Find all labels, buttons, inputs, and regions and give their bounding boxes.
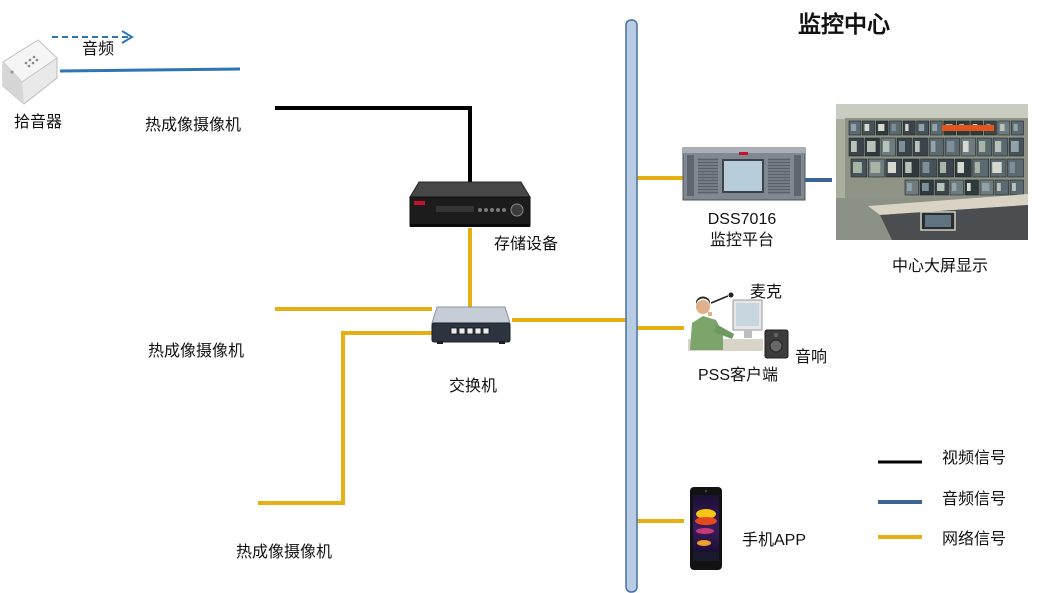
video-wall-screen-content [915, 141, 920, 152]
video-wall-screen-content [922, 162, 930, 173]
video-wall-screen-content [974, 162, 980, 173]
video-wall-photo [836, 104, 1028, 240]
video-wall-screen-content [952, 183, 957, 191]
microphone-label: 麦克 [750, 284, 783, 301]
mobile-app-label: 手机APP [742, 532, 807, 549]
dss-platform-server-icon [682, 147, 806, 201]
video-wall-screen-content [1011, 141, 1019, 152]
video-wall-screen-grid [848, 120, 1024, 196]
video-wall-screen-content [1013, 124, 1018, 131]
platform-label: 监控平台 [709, 232, 774, 249]
storage-label: 存储设备 [494, 236, 559, 253]
video-wall-screen-content [899, 141, 905, 152]
video-wall-screen-content [887, 162, 896, 173]
video-wall-screen-content [883, 141, 890, 152]
network-bus [625, 19, 638, 593]
video-wall-screen-content [940, 162, 947, 173]
video-wall-ticker [942, 125, 994, 131]
platform-model-label: DSS7016 [707, 211, 777, 228]
video-wall-screen-content [851, 124, 857, 131]
video-wall-screen-content [864, 124, 870, 131]
network-line-camera-3 [258, 331, 432, 505]
pickup-label: 拾音器 [14, 114, 63, 131]
video-wall-screen-content [995, 141, 1002, 152]
legend-audio-label: 音频信号 [942, 491, 1007, 508]
network-switch-icon [431, 306, 511, 344]
camera-label-3: 热成像摄像机 [236, 544, 333, 561]
audio-arrow-label: 音频 [82, 41, 115, 58]
video-wall-screen-content [905, 162, 912, 173]
video-wall-label: 中心大屏显示 [892, 258, 989, 275]
audio-direction-arrow [52, 30, 134, 44]
video-wall-screen-content [905, 124, 909, 131]
microphone-icon [710, 292, 734, 304]
video-wall-screen-content [999, 124, 1005, 131]
video-wall-screen-content [867, 141, 876, 152]
speaker-label: 音响 [795, 349, 828, 366]
video-wall-screen-content [853, 162, 862, 173]
speaker-icon [764, 329, 789, 359]
video-wall-screen-content [918, 124, 925, 131]
video-wall-screen-content [851, 141, 857, 152]
video-signal-line-camera [275, 106, 472, 184]
legend-network-label: 网络信号 [942, 531, 1007, 548]
video-wall-screen-content [907, 183, 912, 191]
storage-dvr-icon [409, 181, 531, 227]
pss-client-operator-icon [688, 296, 763, 351]
video-wall-screen-content [979, 141, 986, 152]
video-wall-screen-content [932, 124, 938, 131]
switch-label: 交换机 [449, 378, 498, 395]
video-wall-screen-content [922, 183, 929, 191]
video-wall-screen-content [963, 141, 969, 152]
pickup-device-icon [2, 39, 58, 105]
legend-video-label: 视频信号 [942, 450, 1007, 467]
video-wall-screen-content [931, 141, 936, 152]
video-wall-screen-content [1012, 183, 1016, 191]
mobile-phone-icon [690, 487, 722, 570]
video-wall-screen-content [947, 141, 955, 152]
video-wall-screen [902, 120, 916, 136]
video-wall-screen-content [878, 124, 885, 131]
video-wall-screen-content [997, 183, 1001, 191]
camera-label-1: 热成像摄像机 [145, 117, 242, 134]
video-wall-screen-content [937, 183, 945, 191]
monitoring-center-title: 监控中心 [798, 11, 890, 37]
video-wall-screen-content [967, 183, 971, 191]
video-wall-screen-content [891, 124, 896, 131]
camera-label-2: 热成像摄像机 [148, 343, 245, 360]
pss-client-label: PSS客户端 [698, 367, 779, 384]
video-wall-screen-content [870, 162, 881, 173]
video-wall-screen-content [982, 183, 990, 191]
video-wall-screen-content [957, 162, 964, 173]
pickup-audio-line [59, 67, 241, 73]
video-wall-screen-content [992, 162, 1002, 173]
video-wall-screen-content [1009, 162, 1015, 173]
